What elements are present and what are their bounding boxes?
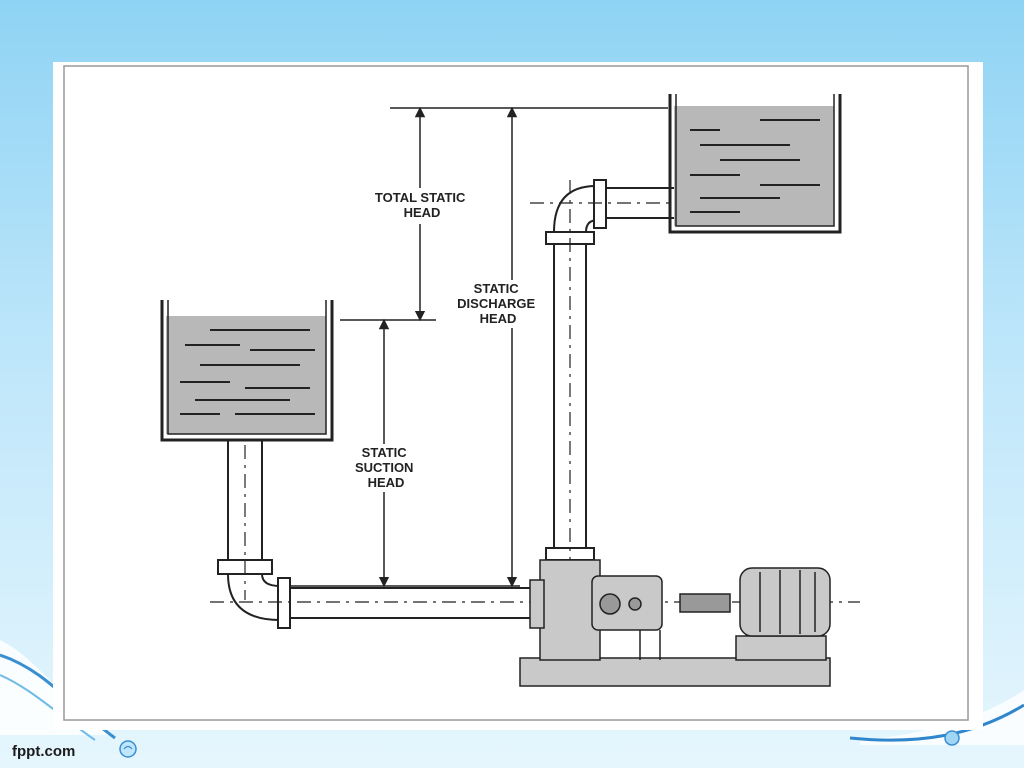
total-static-head-label: TOTAL STATIC HEAD bbox=[375, 190, 469, 220]
total-static-head-line-2: HEAD bbox=[404, 205, 441, 220]
wave-left-stroke2-icon bbox=[0, 674, 96, 741]
static-discharge-head-line-1: STATIC bbox=[474, 281, 520, 296]
discharge-pipe bbox=[545, 179, 674, 561]
static-suction-head-line-2: SUCTION bbox=[355, 460, 414, 475]
total-static-head-line-1: TOTAL STATIC bbox=[375, 190, 466, 205]
motor-body bbox=[739, 567, 831, 637]
pump-foot bbox=[539, 559, 601, 661]
static-discharge-head-line-3: HEAD bbox=[480, 311, 517, 326]
discharge-tank-liquid bbox=[674, 106, 834, 226]
discharge-tank bbox=[668, 94, 842, 234]
static-discharge-head-label: STATIC DISCHARGE HEAD bbox=[457, 281, 539, 326]
static-suction-head-label: STATIC SUCTION HEAD bbox=[355, 445, 417, 490]
suction-pipe bbox=[217, 440, 535, 629]
wave-right-icon bbox=[860, 690, 1024, 745]
bubble-right-icon bbox=[944, 730, 960, 746]
suction-tank-liquid bbox=[166, 316, 326, 434]
static-suction-head-line-3: HEAD bbox=[368, 475, 405, 490]
static-suction-head-line-1: STATIC bbox=[362, 445, 408, 460]
motor-support bbox=[735, 635, 827, 661]
footer-brand: fppt.com bbox=[12, 743, 76, 760]
panel-border bbox=[63, 65, 969, 721]
water-drop-icon bbox=[119, 740, 137, 758]
pump-assembly bbox=[519, 559, 831, 687]
coupling bbox=[679, 593, 731, 613]
pump-flange bbox=[529, 579, 545, 629]
suction-tank bbox=[160, 300, 334, 442]
base-plate bbox=[519, 657, 831, 687]
dimension-lines bbox=[290, 106, 668, 588]
bearing-housing bbox=[591, 575, 663, 631]
static-discharge-head-line-2: DISCHARGE bbox=[457, 296, 535, 311]
